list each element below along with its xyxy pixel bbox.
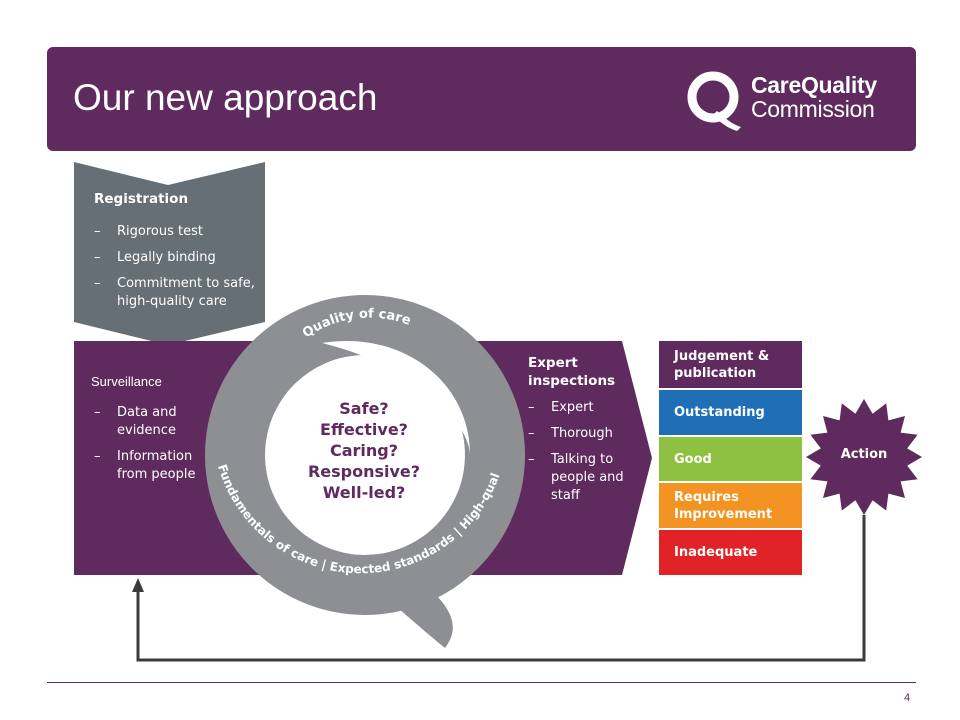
surveillance-item: Data and evidence — [94, 404, 214, 440]
footer-divider — [47, 682, 916, 683]
registration-title: Registration — [94, 191, 189, 207]
rating-outstanding: Outstanding — [674, 405, 765, 420]
surveillance-list: Data and evidence Information from peopl… — [94, 404, 214, 492]
expert-list: Expert Thorough Talking to people and st… — [528, 399, 628, 513]
logo-line2: Commission — [751, 96, 875, 122]
cqc-q-logo-icon — [687, 71, 741, 131]
rating-requires-improvement-box — [659, 483, 802, 528]
expert-item: Expert — [528, 399, 628, 417]
registration-item: Rigorous test — [94, 223, 264, 241]
rating-good-box — [659, 437, 802, 481]
rating-good: Good — [674, 451, 712, 467]
slide-header: Our new approach CareQuality Commission — [47, 47, 916, 151]
question-responsive: Responsive? — [307, 462, 421, 481]
quality-ring-inner — [265, 355, 465, 555]
expert-item: Talking to people and staff — [528, 451, 628, 505]
judgement-title: Judgement & publication — [674, 348, 770, 381]
quality-questions: Safe? Effective? Caring? Responsive? Wel… — [296, 398, 432, 503]
slide-title: Our new approach — [73, 77, 378, 118]
rating-inadequate: Inadequate — [674, 545, 758, 560]
feedback-loop-line — [136, 515, 866, 662]
surveillance-title: Surveillance — [91, 374, 162, 389]
question-caring: Caring? — [329, 441, 399, 460]
quality-ring-swoosh — [322, 340, 470, 455]
rating-outstanding-box — [659, 390, 802, 435]
registration-item: Commitment to safe, high-quality care — [94, 275, 264, 311]
feedback-arrowhead-icon — [132, 578, 144, 592]
surveillance-item: Information from people — [94, 448, 214, 484]
expert-item: Thorough — [528, 425, 628, 443]
expert-inspections-title: Expert inspections — [528, 355, 616, 389]
question-well-led: Well-led? — [322, 483, 406, 502]
page-number: 4 — [904, 692, 911, 704]
logo-line1: CareQuality — [751, 72, 877, 98]
judgement-title-box — [659, 341, 802, 388]
registration-item: Legally binding — [94, 249, 264, 267]
action-label: Action — [840, 447, 888, 462]
cqc-logo: CareQuality Commission — [685, 67, 905, 131]
question-safe: Safe? — [339, 399, 389, 418]
question-effective: Effective? — [320, 420, 408, 439]
rating-requires-improvement: Requires Improvement — [674, 489, 773, 522]
registration-list: Rigorous test Legally binding Commitment… — [94, 223, 264, 319]
action-starburst — [806, 399, 922, 515]
rating-inadequate-box — [659, 530, 802, 575]
quality-ring — [205, 295, 525, 615]
